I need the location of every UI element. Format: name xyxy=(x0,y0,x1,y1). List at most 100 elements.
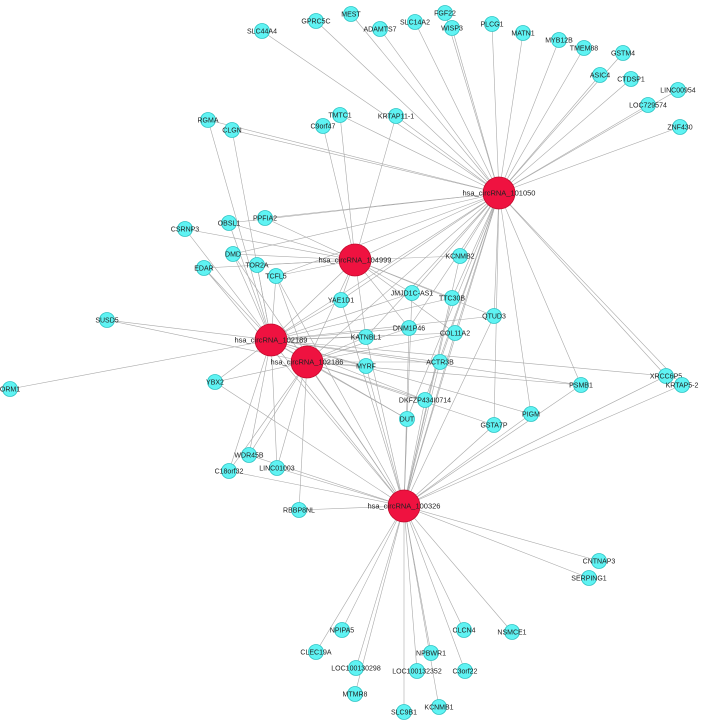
gene-node-circle[interactable] xyxy=(308,13,324,29)
gene-node-circle[interactable] xyxy=(225,246,241,262)
gene-node-edar[interactable]: EDAR xyxy=(194,260,214,276)
gene-node-circle[interactable] xyxy=(515,25,531,41)
gene-node-rgma[interactable]: RGMA xyxy=(198,112,219,128)
gene-node-circle[interactable] xyxy=(334,622,350,638)
circrna-hub-node-h2186[interactable]: hsa_circRNA_102186 xyxy=(271,345,344,379)
gene-node-dmd[interactable]: DMD xyxy=(225,246,241,262)
gene-node-fgf22[interactable]: FGF22 xyxy=(434,5,456,21)
gene-node-linc01003[interactable]: LINC01003 xyxy=(259,460,295,476)
gene-node-slc9b1[interactable]: SLC9B1 xyxy=(391,704,417,720)
gene-node-circle[interactable] xyxy=(99,312,115,328)
circrna-hub-circle[interactable] xyxy=(482,176,516,210)
gene-node-serping1[interactable]: SERPING1 xyxy=(571,570,607,586)
gene-node-col11a2[interactable]: COL11A2 xyxy=(440,325,470,341)
gene-node-npbwr1[interactable]: NPBWR1 xyxy=(416,645,446,661)
gene-node-circle[interactable] xyxy=(484,16,500,32)
gene-node-orm1[interactable]: ORM1 xyxy=(0,381,20,397)
gene-node-circle[interactable] xyxy=(523,406,539,422)
gene-node-circle[interactable] xyxy=(333,292,349,308)
gene-node-circle[interactable] xyxy=(444,20,460,36)
gene-node-circle[interactable] xyxy=(254,23,270,39)
gene-node-c3orf22[interactable]: C3orf22 xyxy=(453,663,478,679)
circrna-hub-node-h0326[interactable]: hsa_circRNA_100326 xyxy=(368,489,441,523)
gene-node-ppfia2[interactable]: PPFIA2 xyxy=(253,210,277,226)
gene-node-tmem88[interactable]: TMEM88 xyxy=(570,40,599,56)
gene-node-yae1d1[interactable]: YAE1D1 xyxy=(328,292,354,308)
gene-node-slc14a2[interactable]: SLC14A2 xyxy=(400,14,430,30)
gene-node-krtap5-2[interactable]: KRTAP5-2 xyxy=(666,377,699,393)
gene-node-circle[interactable] xyxy=(399,411,415,427)
gene-node-npipa5[interactable]: NPIPA5 xyxy=(330,622,354,638)
gene-node-circle[interactable] xyxy=(431,699,447,715)
gene-node-circle[interactable] xyxy=(249,257,265,273)
circrna-hub-circle[interactable] xyxy=(254,323,288,357)
gene-node-circle[interactable] xyxy=(291,502,307,518)
gene-node-dnm1p46[interactable]: DNM1P46 xyxy=(393,320,425,336)
gene-node-loc100132352[interactable]: LOC100132352 xyxy=(392,663,442,679)
gene-node-circle[interactable] xyxy=(591,553,607,569)
gene-node-cntnap3[interactable]: CNTNAP3 xyxy=(583,553,616,569)
gene-node-mest[interactable]: MEST xyxy=(341,6,361,22)
gene-node-susd5[interactable]: SUSD5 xyxy=(95,312,119,328)
circrna-hub-circle[interactable] xyxy=(290,345,324,379)
gene-node-actr3b[interactable]: ACTR3B xyxy=(426,354,454,370)
gene-node-circle[interactable] xyxy=(268,268,284,284)
gene-node-ctdsp1[interactable]: CTDSP1 xyxy=(617,71,645,87)
gene-node-gstm4[interactable]: GSTM4 xyxy=(611,45,635,61)
gene-node-circle[interactable] xyxy=(2,381,18,397)
gene-node-xrcc6p5[interactable]: XRCC6P5 xyxy=(650,368,682,384)
gene-node-plcg1[interactable]: PLCG1 xyxy=(481,16,504,32)
gene-node-circle[interactable] xyxy=(640,97,656,113)
gene-node-circle[interactable] xyxy=(423,645,439,661)
gene-node-myb12b[interactable]: MYB12B xyxy=(545,32,573,48)
gene-node-dkfzp434i0714[interactable]: DKFZP434I0714 xyxy=(399,392,451,408)
gene-node-circle[interactable] xyxy=(315,118,331,134)
gene-node-c9orf47[interactable]: C9orf47 xyxy=(311,118,336,134)
gene-node-circle[interactable] xyxy=(674,377,690,393)
gene-node-circle[interactable] xyxy=(551,32,567,48)
gene-node-circle[interactable] xyxy=(347,686,363,702)
gene-node-kcnmb2[interactable]: KCNMB2 xyxy=(445,248,475,264)
gene-node-rbbp8nl[interactable]: RBBP8NL xyxy=(283,502,315,518)
gene-node-circle[interactable] xyxy=(615,45,631,61)
gene-node-circle[interactable] xyxy=(207,374,223,390)
gene-node-circle[interactable] xyxy=(486,308,502,324)
gene-node-circle[interactable] xyxy=(456,622,472,638)
gene-node-tcfl5[interactable]: TCFL5 xyxy=(265,268,287,284)
gene-node-circle[interactable] xyxy=(447,325,463,341)
gene-node-circle[interactable] xyxy=(672,119,688,135)
gene-node-circle[interactable] xyxy=(200,112,216,128)
gene-node-circle[interactable] xyxy=(486,417,502,433)
gene-node-circle[interactable] xyxy=(409,663,425,679)
gene-node-wdr45b[interactable]: WDR45B xyxy=(234,447,264,463)
gene-node-qtud3[interactable]: QTUD3 xyxy=(482,308,506,324)
gene-node-circle[interactable] xyxy=(670,82,686,98)
gene-node-tor2a[interactable]: TOR2A xyxy=(245,257,269,273)
gene-node-pigm[interactable]: PIGM xyxy=(522,406,540,422)
gene-node-znf430[interactable]: ZNF430 xyxy=(667,119,693,135)
gene-node-clgn[interactable]: CLGN xyxy=(222,122,242,138)
gene-node-circle[interactable] xyxy=(221,463,237,479)
gene-node-loc100130298[interactable]: LOC100130298 xyxy=(331,660,381,676)
circrna-hub-circle[interactable] xyxy=(387,489,421,523)
gene-node-asic4[interactable]: ASIC4 xyxy=(590,67,610,83)
gene-node-kcnmb1[interactable]: KCNMB1 xyxy=(424,699,454,715)
gene-node-adamts7[interactable]: ADAMTS7 xyxy=(363,21,397,37)
gene-node-dut[interactable]: DUT xyxy=(399,411,415,427)
circrna-hub-node-h1050[interactable]: hsa_circRNA_101050 xyxy=(463,176,536,210)
circrna-hub-node-h4999[interactable]: hsa_circRNA_104999 xyxy=(319,243,392,277)
gene-node-circle[interactable] xyxy=(404,285,420,301)
gene-node-circle[interactable] xyxy=(573,377,589,393)
gene-node-krtap11-1[interactable]: KRTAP11-1 xyxy=(378,108,414,124)
gene-node-psmb1[interactable]: PSMB1 xyxy=(569,377,593,393)
gene-node-loc729574[interactable]: LOC729574 xyxy=(629,97,667,113)
gene-node-ybx2[interactable]: YBX2 xyxy=(206,374,224,390)
gene-node-matn1[interactable]: MATN1 xyxy=(511,25,535,41)
gene-node-c18orf32[interactable]: C18orf32 xyxy=(215,463,244,479)
gene-node-circle[interactable] xyxy=(224,122,240,138)
gene-node-gsta7p[interactable]: GSTA7P xyxy=(480,417,508,433)
gene-node-tmtc1[interactable]: TMTC1 xyxy=(328,107,352,123)
gene-node-circle[interactable] xyxy=(343,6,359,22)
gene-node-circle[interactable] xyxy=(432,354,448,370)
gene-node-circle[interactable] xyxy=(658,368,674,384)
